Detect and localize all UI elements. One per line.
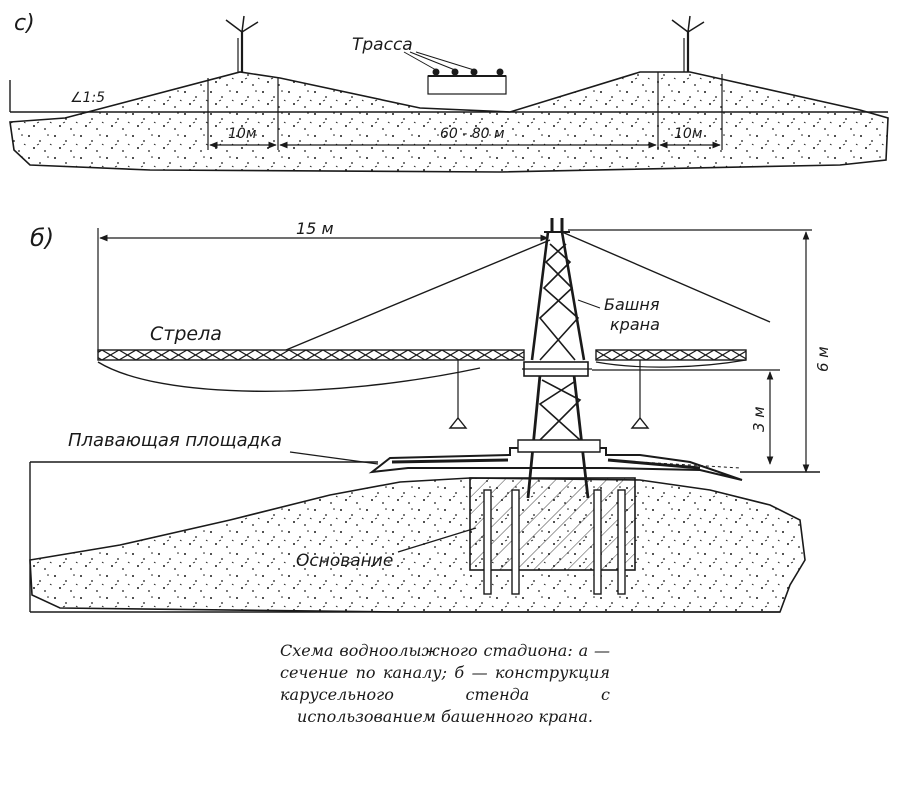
dim-boom-label: 15 м [296,219,334,238]
platform-edge [639,461,741,469]
route-label: Трасса [352,35,413,55]
foundation-block [469,477,636,571]
counterweight-left [448,360,468,429]
dim-middle-label: 60 - 80 м [440,126,505,142]
tower-label-line2: крана [610,315,660,334]
slope-label: ∠1:5 [70,90,105,106]
piles [483,489,626,595]
route-marker-group [403,51,507,95]
base-label: Основание [296,551,393,571]
panel-b-construction: б) 15 м Стрела Башня крана Плавающая пло… [29,218,832,613]
leader-base [397,527,477,553]
leader-tower [577,299,601,309]
dim-right-label: 10м [674,126,703,142]
diagram-figure: с) ∠1:5 Трасса 10м 60 - 80 м 10м [9,11,889,613]
leader-platform [289,451,379,465]
mast-icon [671,15,705,72]
platform-deck-right [607,458,701,470]
platform-deck-left [391,458,509,464]
dim-left-label: 10м [228,126,257,142]
ground-profile-b [29,477,806,613]
platform-label: Плавающая площадка [68,430,282,451]
dim-height-total-label: 6 м [814,346,832,372]
figure-caption: Схема водноолыжного стадиона: а — сечени… [280,641,610,726]
boom-label: Стрела [150,323,222,345]
crane-boom [97,231,771,392]
mast-icon [225,15,259,72]
panel-a-section: с) ∠1:5 Трасса 10м 60 - 80 м 10м [9,11,889,173]
crane-tower [517,218,601,499]
dim-height-platform-label: 3 м [750,406,768,432]
panel-a-label: с) [14,11,35,36]
ground-profile-a [9,71,889,173]
tower-label-line1: Башня [604,295,660,314]
panel-b-label: б) [30,224,54,252]
floating-platform [368,447,743,481]
